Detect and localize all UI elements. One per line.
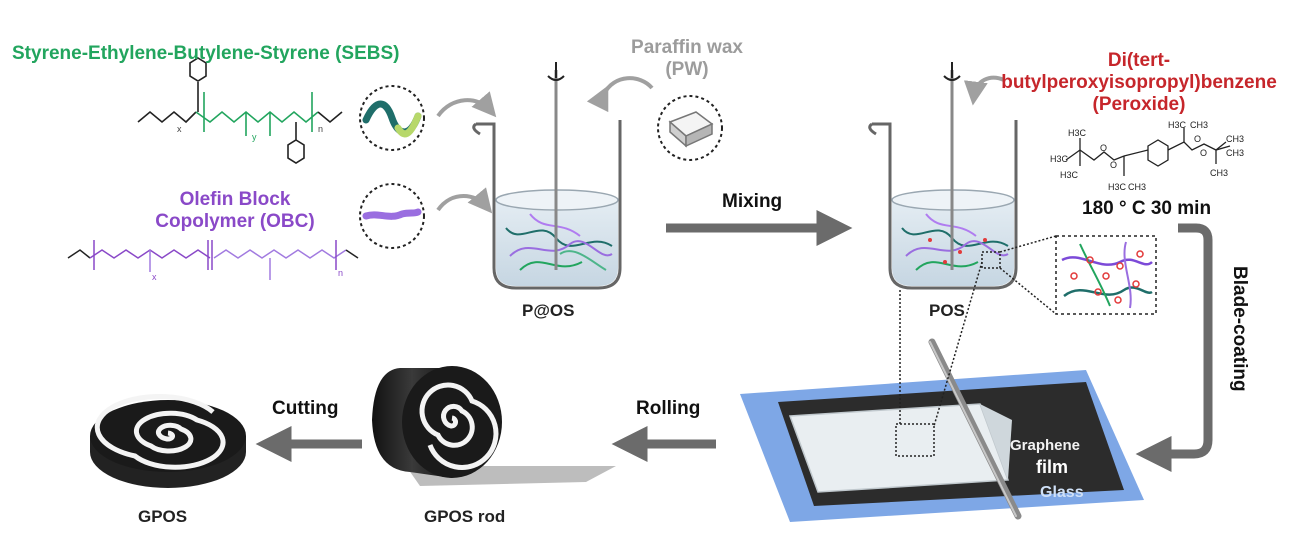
crosslink-zoom-icon: [999, 235, 1157, 315]
cutting-label: Cutting: [272, 398, 339, 419]
glass-label: Glass: [1040, 484, 1084, 501]
svg-text:O: O: [1200, 148, 1207, 158]
peroxide-label: Di(tert- butylperoxyisopropyl)benzene (P…: [984, 50, 1294, 116]
sebs-subscript-y: y: [252, 132, 257, 142]
blade-icon: [928, 338, 1022, 520]
svg-text:O: O: [1110, 160, 1117, 170]
svg-text:H3C: H3C: [1060, 170, 1079, 180]
paraffin-wax-line2: (PW): [665, 58, 709, 80]
beaker-icon: [868, 62, 1018, 290]
obc-label: Olefin Block Copolymer (OBC): [155, 189, 315, 233]
wax-block-icon: [657, 95, 723, 161]
gpos-rod-icon: [372, 366, 616, 486]
peroxide-line1: Di(tert-: [1107, 50, 1171, 71]
svg-text:O: O: [1100, 143, 1107, 153]
obc-subscript-x: x: [152, 272, 157, 282]
svg-text:CH3: CH3: [1226, 134, 1244, 144]
sebs-label: Styrene-Ethylene-Butylene-Styrene (SEBS): [12, 43, 400, 64]
reaction-condition: 180 ° C 30 min: [1082, 198, 1212, 219]
sebs-subscript-n: n: [318, 124, 323, 134]
peroxide-line2: butylperoxyisopropyl)benzene: [1001, 71, 1277, 93]
sebs-chain-icon: [359, 85, 425, 151]
film-label: film: [1036, 457, 1069, 477]
paraffin-wax-label: Paraffin wax (PW): [622, 37, 752, 81]
sebs-structure: [137, 57, 343, 164]
gpos-disk-icon: [90, 393, 246, 488]
obc-label-line1: Olefin Block: [179, 189, 291, 210]
rolling-label: Rolling: [636, 398, 701, 419]
paraffin-wax-line1: Paraffin wax: [631, 37, 743, 58]
svg-text:CH3: CH3: [1210, 168, 1228, 178]
curved-arrow-icon: [586, 76, 654, 113]
obc-label-line2: Copolymer (OBC): [155, 210, 315, 232]
sebs-subscript-x: x: [177, 124, 182, 134]
svg-text:O: O: [1194, 134, 1201, 144]
gpos-label: GPOS: [138, 507, 188, 526]
glass-substrate: [740, 370, 1144, 522]
p-at-os-label: P@OS: [522, 301, 575, 320]
blade-coating-label: Blade-coating: [1229, 266, 1250, 392]
beaker-icon: [472, 62, 622, 290]
svg-text:H3C: H3C: [1168, 120, 1187, 130]
peroxide-atom-labels: H3C H3C H3C O O H3C CH3 H3C CH3 O O CH3 …: [1050, 120, 1244, 192]
svg-text:H3C: H3C: [1068, 128, 1087, 138]
svg-text:CH3: CH3: [1226, 148, 1244, 158]
graphene-label: Graphene: [1010, 437, 1081, 454]
svg-text:CH3: CH3: [1128, 182, 1146, 192]
obc-structure: [67, 240, 359, 280]
blade-coating-arrow-icon: [1135, 223, 1213, 472]
gpos-rod-label: GPOS rod: [424, 507, 506, 526]
mixing-label: Mixing: [722, 191, 783, 212]
curved-arrow-icon: [436, 91, 497, 118]
peroxide-structure: [1065, 128, 1231, 176]
obc-subscript-n: n: [338, 268, 343, 278]
curved-arrow-icon: [436, 187, 493, 214]
curved-arrow-icon: [963, 75, 1005, 106]
svg-text:CH3: CH3: [1190, 120, 1208, 130]
svg-text:H3C: H3C: [1050, 154, 1069, 164]
obc-chain-icon: [359, 183, 425, 249]
pos-label: POS: [929, 301, 965, 320]
peroxide-line3: (Peroxide): [1092, 93, 1186, 115]
svg-text:H3C: H3C: [1108, 182, 1127, 192]
